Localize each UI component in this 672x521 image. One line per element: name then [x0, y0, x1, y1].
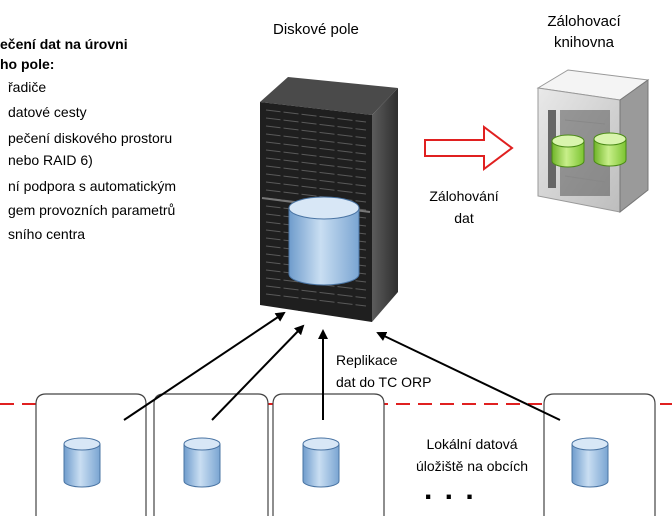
local-storage-label-line1: Lokální datová [426, 436, 518, 452]
backup-arrow-label-line2: dat [454, 210, 474, 226]
backup-arrow-icon [424, 125, 514, 171]
replication-arrow-1 [123, 311, 286, 421]
panel-line-1: řadiče [8, 79, 47, 95]
database-cylinder-icon [63, 437, 101, 488]
panel-line-6: gem provozních parametrů [8, 202, 176, 218]
replication-arrow-2 [211, 324, 305, 421]
backup-library-label-line1: Zálohovací [547, 13, 621, 30]
database-cylinder-icon [571, 437, 609, 488]
panel-title-line2: ho pole: [0, 56, 55, 72]
replication-label-line1: Replikace [336, 352, 398, 368]
more-sites-ellipsis: . . . [424, 473, 476, 506]
panel-line-2: datové cesty [8, 104, 87, 120]
panel-title-line1: ečení dat na úrovni [0, 36, 128, 52]
database-cylinder-icon [551, 132, 627, 168]
database-cylinder-icon [302, 437, 340, 488]
local-storage-label-line2: úložiště na obcích [415, 458, 529, 474]
replication-arrow-4 [376, 331, 561, 421]
backup-arrow-label-line1: Zálohování [429, 188, 499, 204]
panel-line-7: sního centra [8, 226, 86, 242]
panel-line-3: pečení diskového prostoru [8, 130, 173, 146]
database-cylinder-icon [288, 196, 360, 286]
database-cylinder-icon [183, 437, 221, 488]
disk-array-label: Diskové pole [273, 21, 359, 38]
backup-library-label-line2: knihovna [553, 34, 615, 51]
panel-line-4: nebo RAID 6) [8, 152, 93, 168]
panel-line-5: ní podpora s automatickým [8, 178, 177, 194]
replication-label-line2: dat do TC ORP [336, 374, 432, 390]
